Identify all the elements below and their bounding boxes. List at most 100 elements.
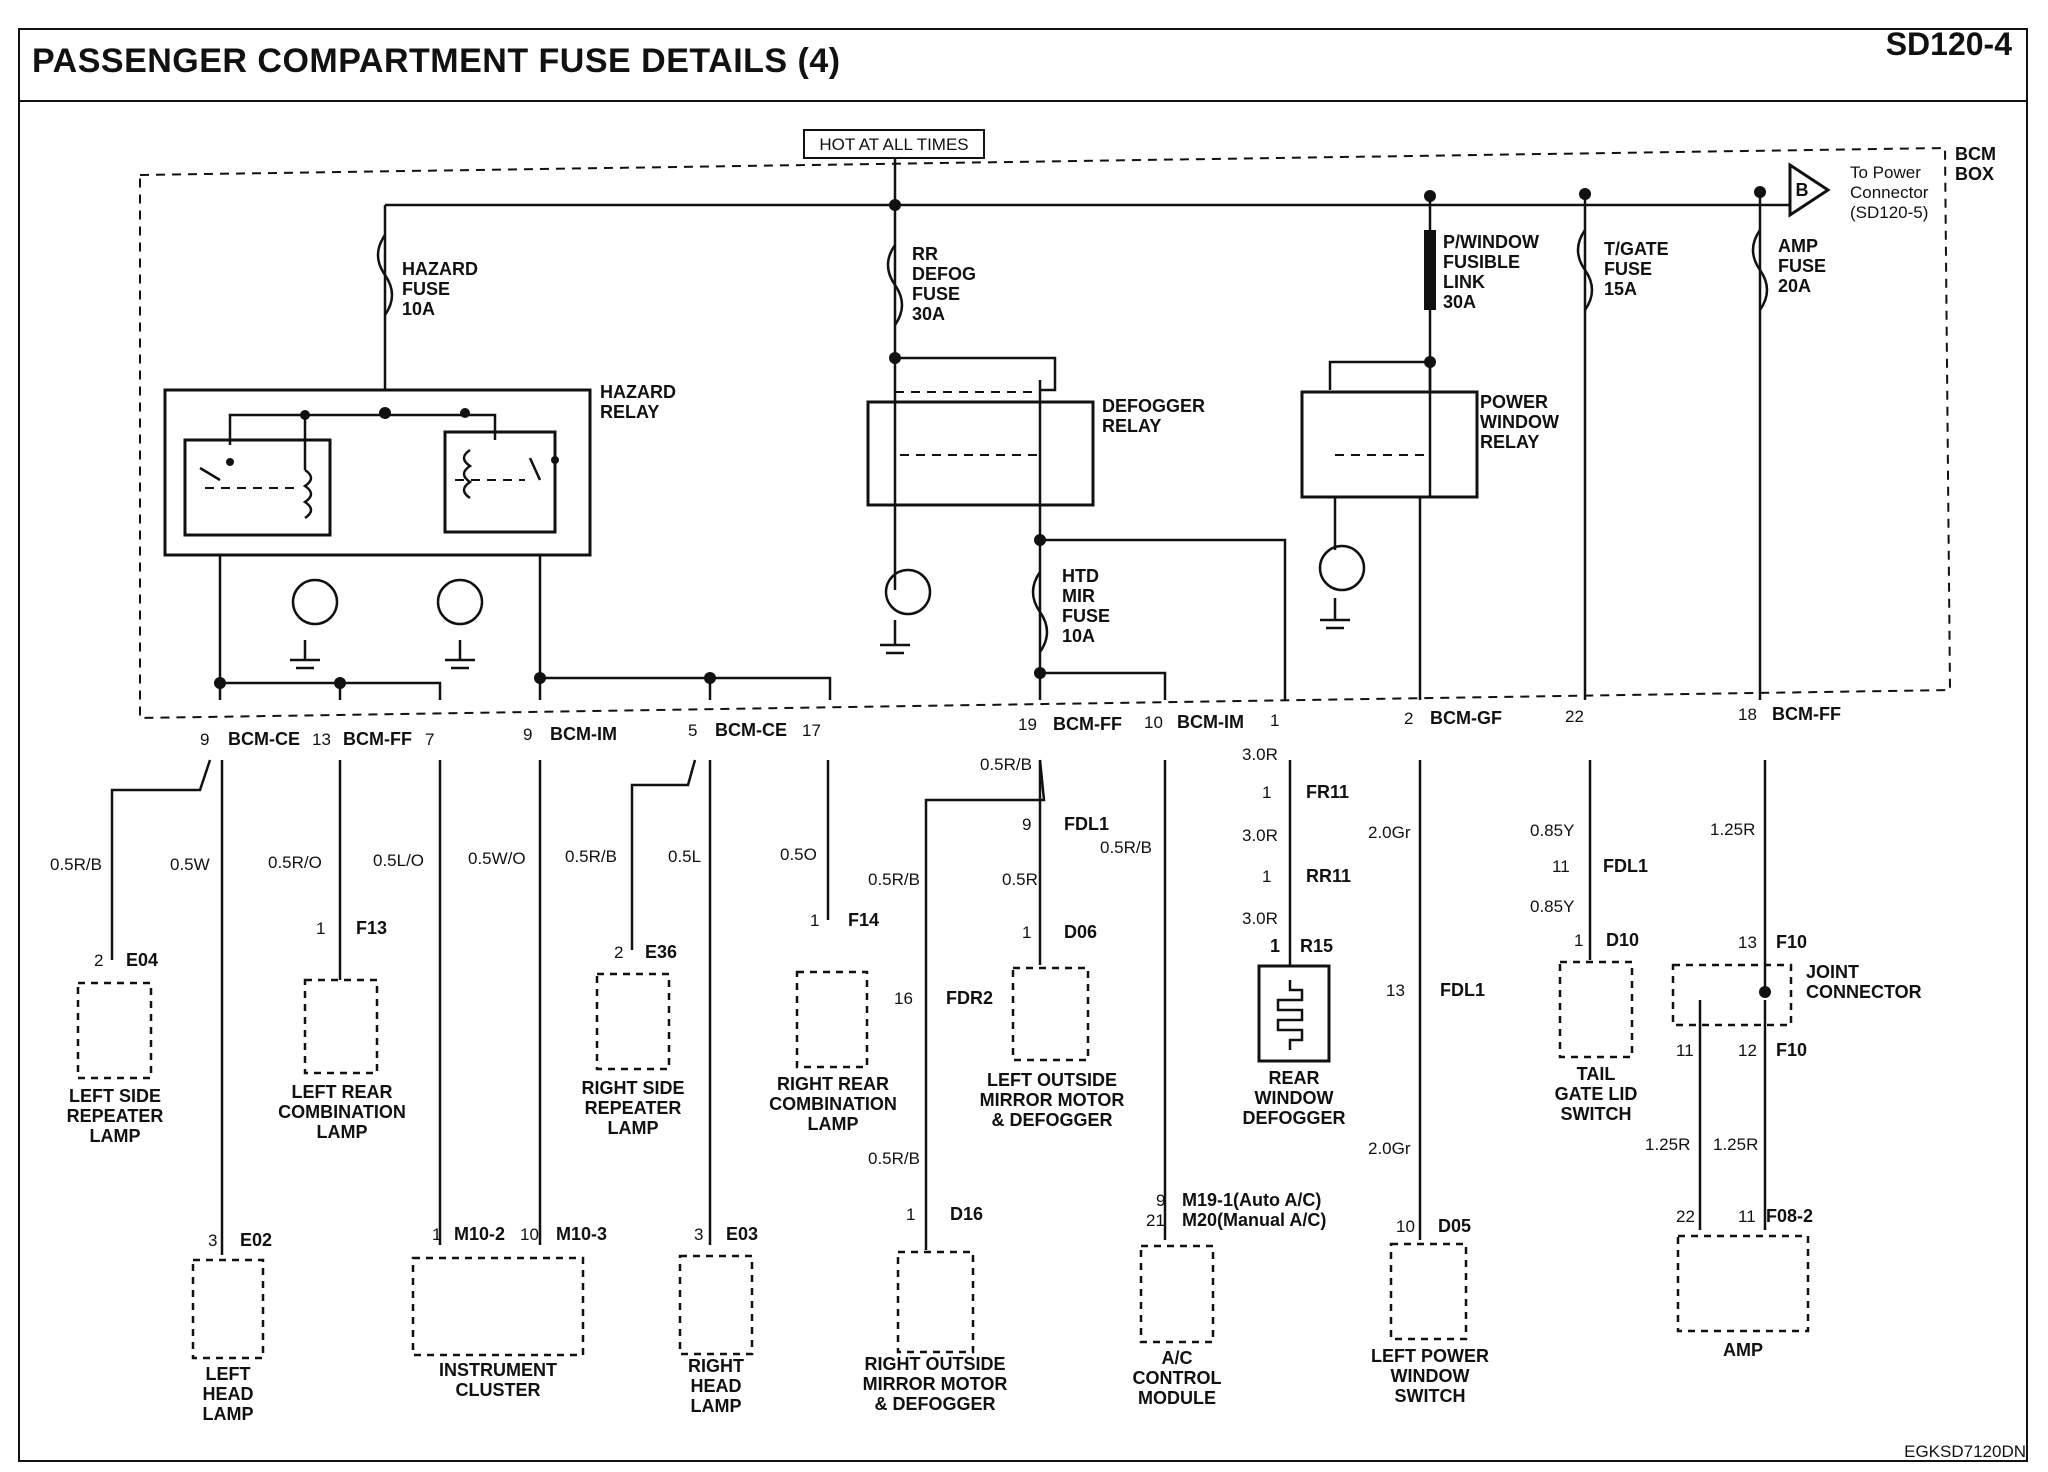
wire-label: 0.5W [170, 855, 210, 874]
connector-name: F10 [1776, 932, 1807, 952]
footer-code: EGKSD7120DN [1904, 1442, 2026, 1461]
comp-label: RIGHT SIDE [581, 1078, 684, 1098]
bcm-pin-number: 18 [1738, 705, 1757, 724]
amp-fuse-symbol [1751, 229, 1769, 311]
rr-defog-fuse-label-4: 30A [912, 304, 945, 324]
joint-connector-label-1: JOINT [1806, 962, 1859, 982]
bcm-pin-name: BCM-GF [1430, 708, 1502, 728]
comp-label: LAMP [608, 1118, 659, 1138]
bcm-box-label: BOX [1955, 164, 1994, 184]
comp-label: REAR [1268, 1068, 1319, 1088]
bcm-pin-number: 1 [1270, 711, 1279, 730]
power-connector-label-3: (SD120-5) [1850, 203, 1928, 222]
page-code: SD120-4 [1885, 26, 2012, 62]
comp-label: & DEFOGGER [991, 1110, 1112, 1130]
connector-name: D10 [1606, 930, 1639, 950]
connector-name: R15 [1300, 936, 1333, 956]
power-window-relay-label-3: RELAY [1480, 432, 1539, 452]
comp-label: SWITCH [1395, 1386, 1466, 1406]
wire-label: 0.5R/B [868, 870, 920, 889]
connector-pin: 21 [1146, 1211, 1165, 1230]
left-side-repeater-lamp-box [76, 981, 153, 1080]
bcm-pin-name: BCM-IM [1177, 712, 1244, 732]
amp-fuse-label-2: FUSE [1778, 256, 1826, 276]
p-window-link-label-2: FUSIBLE [1443, 252, 1520, 272]
connector-name: FR11 [1306, 782, 1349, 802]
wire-label: 3.0R [1242, 745, 1278, 764]
comp-label: RIGHT REAR [777, 1074, 889, 1094]
connector-pin: 1 [1262, 783, 1271, 802]
comp-label: LAMP [691, 1396, 742, 1416]
diagram-frame [18, 28, 2028, 1462]
right-rear-combination-lamp-box [795, 970, 869, 1069]
htd-mir-fuse-symbol [1031, 571, 1049, 653]
bcm-label: BCM [1955, 144, 1996, 164]
connector-name: D06 [1064, 922, 1097, 942]
connector-name: E02 [240, 1230, 272, 1250]
connector-name: D05 [1438, 1216, 1471, 1236]
right-side-repeater-lamp-box [595, 972, 671, 1071]
connector-name: E03 [726, 1224, 758, 1244]
wire-label: 0.5R/B [50, 855, 102, 874]
rr-defog-fuse-symbol [886, 244, 904, 326]
power-connector-label-1: To Power [1850, 163, 1921, 182]
bcm-pins: 9 BCM-CE 13 BCM-FF 7 9 BCM-IM 5 BCM-CE 1… [200, 704, 1841, 749]
left-power-window-switch-box [1389, 1242, 1468, 1341]
rr-defog-fuse-label-2: DEFOG [912, 264, 976, 284]
wire-label: 1.25R [1713, 1135, 1758, 1154]
comp-label: LEFT POWER [1371, 1346, 1489, 1366]
connector-pin: 1 [1022, 923, 1031, 942]
branch-wires [110, 759, 1771, 1255]
bcm-pin-name: BCM-FF [343, 729, 412, 749]
defogger-relay-label-1: DEFOGGER [1102, 396, 1205, 416]
comp-label: MIRROR MOTOR [863, 1374, 1008, 1394]
wire-label: 3.0R [1242, 909, 1278, 928]
comp-label: LAMP [317, 1122, 368, 1142]
comp-label: GATE LID [1555, 1084, 1638, 1104]
connector-pin: 1 [1574, 931, 1583, 950]
fuse-columns [376, 192, 1769, 700]
connector-pin: 2 [614, 943, 623, 962]
htd-mir-fuse-label-3: FUSE [1062, 606, 1110, 626]
connector-name: F10 [1776, 1040, 1807, 1060]
comp-label: SWITCH [1561, 1104, 1632, 1124]
amp-fuse-label-1: AMP [1778, 236, 1818, 256]
left-outside-mirror-box [1011, 966, 1090, 1062]
connector-pin: 2 [94, 951, 103, 970]
comp-label: RIGHT OUTSIDE [864, 1354, 1005, 1374]
wire-label: 3.0R [1242, 826, 1278, 845]
bcm-pin-name: BCM-IM [550, 724, 617, 744]
connector-pin: 11 [1552, 857, 1570, 876]
defogger-relay [866, 356, 1287, 700]
connector-pin: 16 [894, 989, 913, 1008]
connector-name: E36 [645, 942, 677, 962]
connector-pin: 9 [1022, 815, 1031, 834]
bcm-pin-number: 9 [200, 730, 209, 749]
bcm-pin-number: 10 [1144, 713, 1163, 732]
comp-label: WINDOW [1255, 1088, 1334, 1108]
wire-label: 0.85Y [1530, 821, 1574, 840]
htd-mir-fuse-label-4: 10A [1062, 626, 1095, 646]
power-bus [385, 158, 1831, 218]
comp-label: LAMP [90, 1126, 141, 1146]
tail-gate-lid-switch-box [1558, 960, 1634, 1059]
wire-label: 2.0Gr [1368, 1139, 1411, 1158]
bcm-pin-number: 2 [1404, 709, 1413, 728]
ac-control-module-box [1139, 1244, 1215, 1344]
hot-at-all-times-box [803, 129, 985, 159]
comp-label: REPEATER [585, 1098, 682, 1118]
comp-label: INSTRUMENT [439, 1360, 557, 1380]
connector-name: E04 [126, 950, 158, 970]
bcm-pin-number: 5 [688, 721, 697, 740]
component-boxes [76, 960, 1810, 1360]
hazard-fuse-label-2: FUSE [402, 279, 450, 299]
wire-label: 0.5O [780, 845, 817, 864]
wire-label: 0.5R/B [1100, 838, 1152, 857]
connector-name: FDL1 [1603, 856, 1648, 876]
bcm-pin-number: 19 [1018, 715, 1037, 734]
comp-label: CONTROL [1133, 1368, 1222, 1388]
joint-connector-label-2: CONNECTOR [1806, 982, 1922, 1002]
comp-label: MIRROR MOTOR [980, 1090, 1125, 1110]
power-window-relay-label-2: WINDOW [1480, 412, 1559, 432]
power-connector-triangle [1788, 162, 1831, 218]
